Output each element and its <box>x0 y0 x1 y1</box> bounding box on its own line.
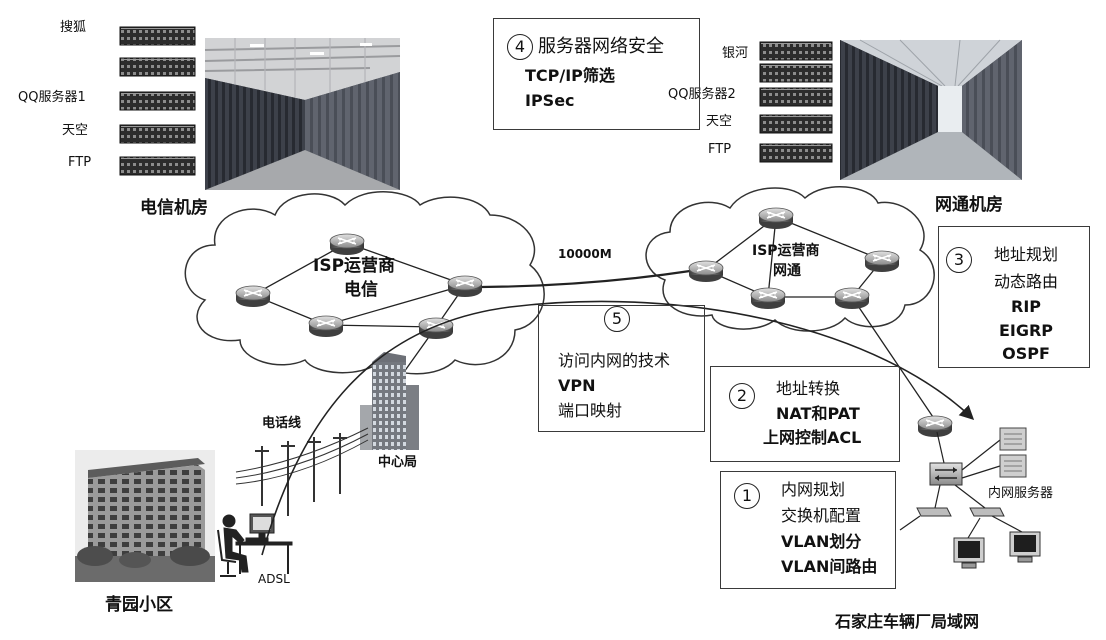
step-number-3: 3 <box>946 247 972 273</box>
adsl-label: ADSL <box>258 572 290 586</box>
box3-line-1: 地址规划 <box>993 245 1058 264</box>
box1-line-1: 内网规划 <box>781 480 846 499</box>
server-label-right-4: FTP <box>708 142 732 157</box>
bandwidth-label: 10000M <box>558 247 612 261</box>
box4-line-3: IPSec <box>525 91 575 110</box>
server-rack-icon <box>759 114 833 134</box>
telecom-cloud-subtitle: 电信 <box>344 280 378 300</box>
router-icon <box>418 317 454 339</box>
backbone-link-10000m <box>481 269 691 289</box>
box5-line-3: 端口映射 <box>558 401 623 420</box>
box2-line-1: 地址转换 <box>776 379 841 398</box>
server-rack-icon <box>119 91 196 111</box>
router-icon <box>834 287 870 309</box>
server-label-left-2: QQ服务器1 <box>18 90 86 105</box>
pc-icon <box>953 537 985 569</box>
lan-title-label: 石家庄车辆厂局域网 <box>835 612 980 631</box>
intranet-server-label: 内网服务器 <box>988 486 1054 501</box>
router-links <box>252 216 936 421</box>
datacenter-photo-telecom <box>204 38 401 190</box>
server-label-left-1: 搜狐 <box>60 20 87 35</box>
router-icon <box>758 207 794 229</box>
datacenter-photo-netcom <box>840 39 1022 180</box>
intranet-server-icon <box>999 427 1027 478</box>
netcom-cloud-subtitle: 网通 <box>773 263 801 279</box>
box5-line-1: 访问内网的技术 <box>558 351 671 370</box>
server-rack-icon <box>119 57 196 77</box>
box2-line-2: NAT和PAT <box>776 404 860 423</box>
router-icon <box>864 250 900 272</box>
access-path-arrow <box>261 300 975 556</box>
box5-line-2: VPN <box>558 376 596 395</box>
lan-links <box>899 431 1023 539</box>
intranet-planning-box: 1 内网规划 交换机配置 VLAN划分 VLAN间路由 <box>720 471 896 589</box>
central-office-building <box>360 352 419 450</box>
router-icon <box>750 287 786 309</box>
step-number-4: 4 <box>507 34 533 60</box>
user-at-computer-icon <box>217 513 293 577</box>
server-security-box: 4 服务器网络安全 TCP/IP筛选 IPSec <box>493 18 700 130</box>
access-switch-icon <box>916 507 1005 517</box>
phone-line-label: 电话线 <box>262 416 302 431</box>
pc-icon <box>1009 531 1041 563</box>
box1-line-3: VLAN划分 <box>781 532 862 551</box>
box4-line-1: 服务器网络安全 <box>538 36 664 57</box>
server-rack-icon <box>759 63 833 83</box>
telecom-room-label: 电信机房 <box>140 198 208 218</box>
server-label-right-3: 天空 <box>706 114 733 129</box>
netcom-cloud-title: ISP运营商 <box>752 243 820 259</box>
box3-line-5: OSPF <box>1002 344 1050 363</box>
box1-line-2: 交换机配置 <box>781 506 862 525</box>
box3-line-3: RIP <box>1011 297 1041 316</box>
server-label-left-4: FTP <box>68 155 92 170</box>
central-office-label: 中心局 <box>378 455 418 470</box>
box2-line-3: 上网控制ACL <box>763 428 862 447</box>
server-rack-icon <box>119 26 196 46</box>
routing-box: 3 地址规划 动态路由 RIP EIGRP OSPF <box>938 226 1090 368</box>
server-label-right-2: QQ服务器2 <box>668 87 736 102</box>
server-rack-icon <box>119 156 196 176</box>
router-icon <box>329 233 365 255</box>
router-icon <box>447 275 483 297</box>
server-label-left-3: 天空 <box>62 123 89 138</box>
router-icon <box>917 415 953 437</box>
isp-telecom-cloud <box>184 191 545 375</box>
remote-access-box: 5 访问内网的技术 VPN 端口映射 <box>538 305 705 432</box>
server-rack-icon <box>759 41 833 61</box>
router-icon <box>308 315 344 337</box>
server-racks <box>119 26 833 176</box>
routers <box>235 207 953 437</box>
server-label-right-1: 银河 <box>722 46 749 61</box>
box1-line-4: VLAN间路由 <box>781 557 878 576</box>
router-icon <box>688 260 724 282</box>
step-number-5: 5 <box>604 306 630 332</box>
server-rack-icon <box>759 143 833 163</box>
box3-line-2: 动态路由 <box>993 272 1058 291</box>
residential-building-photo <box>75 450 215 582</box>
box3-line-4: EIGRP <box>998 321 1054 340</box>
step-number-2: 2 <box>729 383 755 409</box>
server-rack-icon <box>119 124 196 144</box>
telecom-cloud-title: ISP运营商 <box>313 256 396 276</box>
box4-line-2: TCP/IP筛选 <box>525 66 615 85</box>
residential-area-label: 青园小区 <box>105 595 173 615</box>
router-icon <box>235 285 271 307</box>
netcom-room-label: 网通机房 <box>935 195 1003 215</box>
server-rack-icon <box>759 87 833 107</box>
address-translation-box: 2 地址转换 NAT和PAT 上网控制ACL <box>710 366 900 462</box>
telephone-line <box>235 427 369 516</box>
core-switch-icon <box>929 462 963 486</box>
step-number-1: 1 <box>734 483 760 509</box>
